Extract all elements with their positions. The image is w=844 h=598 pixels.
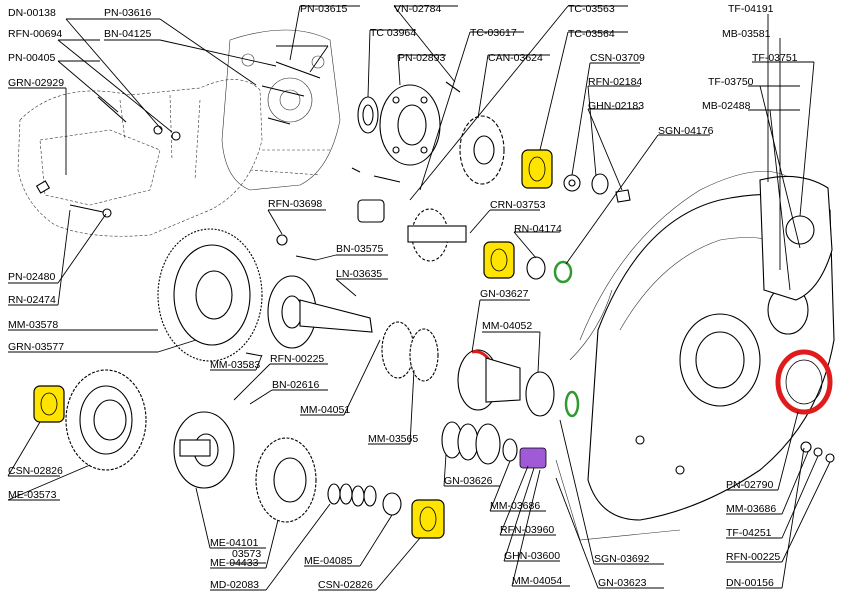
label-can-03624: CAN-03624 [488, 52, 543, 64]
label-me-03573: ME-03573 [8, 489, 57, 501]
ring-gear-me-03573 [65, 369, 147, 471]
purple-shims-mm-04054 [519, 447, 547, 469]
label-grn-02929: GRN-02929 [8, 77, 64, 89]
label-md-02083: MD-02083 [210, 579, 259, 591]
label-pn-00405: PN-00405 [8, 52, 55, 64]
gear-md-02083 [255, 437, 317, 523]
label-crn-03753: CRN-03753 [490, 199, 546, 211]
label-pn-03616: PN-03616 [104, 7, 151, 19]
pinion-shaft-mm-03583 [245, 275, 439, 382]
label-tc-03563: TC-03563 [568, 3, 615, 15]
label-mm-04052: MM-04052 [482, 320, 532, 332]
label-bn-03575: BN-03575 [336, 243, 383, 255]
label-mb-03581: MB-03581 [722, 28, 771, 40]
label-ghn-03600: GHN-03600 [504, 550, 560, 562]
label-rn-02474: RN-02474 [8, 294, 56, 306]
label-bn-04125: BN-04125 [104, 28, 151, 40]
label-ln-03635: LN-03635 [336, 268, 382, 280]
label-grn-03577: GRN-03577 [8, 341, 64, 353]
label-mm-03686-a: MM-03686 [490, 500, 540, 512]
label-mm-03565: MM-03565 [368, 433, 418, 445]
large-gear-mm-03578 [157, 228, 263, 362]
label-csn-02826-a: CSN-02826 [8, 465, 63, 477]
label-rfn-00225-a: RFN-00225 [270, 353, 324, 365]
label-rfn-03698: RFN-03698 [268, 198, 322, 210]
label-mm-04054: MM-04054 [512, 575, 562, 587]
label-bn-02616: BN-02616 [272, 379, 319, 391]
shaft-me-04101 [173, 411, 235, 489]
label-rn-04174: RN-04174 [514, 223, 562, 235]
bearing-csn-02826-bottom [411, 499, 445, 539]
label-tf-03750: TF-03750 [708, 76, 754, 88]
gearbox-housing [587, 175, 835, 521]
label-vn-02784: VN-02784 [394, 3, 441, 15]
label-tc-03964: TC 03964 [370, 27, 416, 39]
label-pn-02480: PN-02480 [8, 271, 55, 283]
label-me-04433-note: 03573 [232, 548, 261, 560]
label-gn-03626: GN-03626 [444, 475, 493, 487]
label-dn-00156: DN-00156 [726, 577, 774, 589]
engine-block-outline [17, 29, 341, 237]
label-mm-03686-b: MM-03686 [726, 503, 776, 515]
bearing-csn-02826-left [33, 385, 65, 423]
label-csn-02826-b: CSN-02826 [318, 579, 373, 591]
label-mm-04051: MM-04051 [300, 404, 350, 416]
label-me-04101: ME-04101 [210, 537, 259, 549]
leader-lines [7, 5, 831, 591]
label-pn-02893: PN-02893 [398, 52, 445, 64]
upper-shaft-parts [276, 84, 505, 262]
label-tc-03617: TC-03617 [470, 27, 517, 39]
small-parts-right [526, 173, 631, 284]
label-tc-03564: TC-03564 [568, 28, 615, 40]
label-dn-00138: DN-00138 [8, 7, 56, 19]
label-me-04085: ME-04085 [304, 555, 353, 567]
label-tf-03751: TF-03751 [752, 52, 798, 64]
label-gn-03627: GN-03627 [480, 288, 529, 300]
label-sgn-04176: SGN-04176 [658, 125, 714, 137]
label-sgn-03692: SGN-03692 [594, 553, 650, 565]
label-rfn-00225-b: RFN-00225 [726, 551, 780, 563]
label-ghn-02183: GHN-02183 [588, 100, 644, 112]
label-rfn-03960: RFN-03960 [500, 524, 554, 536]
label-tf-04191: TF-04191 [728, 3, 774, 15]
bearing-crn-03753 [483, 241, 515, 279]
label-csn-03709: CSN-03709 [590, 52, 645, 64]
label-pn-02790: PN-02790 [726, 479, 773, 491]
part-labels: DN-00138 PN-03616 PN-03615 VN-02784 TC-0… [8, 3, 798, 591]
label-tf-04251: TF-04251 [726, 527, 772, 539]
label-gn-03623: GN-03623 [598, 577, 647, 589]
label-pn-03615: PN-03615 [300, 3, 347, 15]
label-mm-03578: MM-03578 [8, 319, 58, 331]
label-mm-03583: MM-03583 [210, 359, 260, 371]
label-rfn-02184: RFN-02184 [588, 76, 642, 88]
label-mb-02488: MB-02488 [702, 100, 751, 112]
label-rfn-00694: RFN-00694 [8, 28, 62, 40]
highlighted-bearings [33, 149, 553, 539]
spring-washers-me-04085 [327, 483, 402, 516]
bearing-csn-03709 [521, 149, 553, 189]
center-seals [441, 349, 580, 469]
